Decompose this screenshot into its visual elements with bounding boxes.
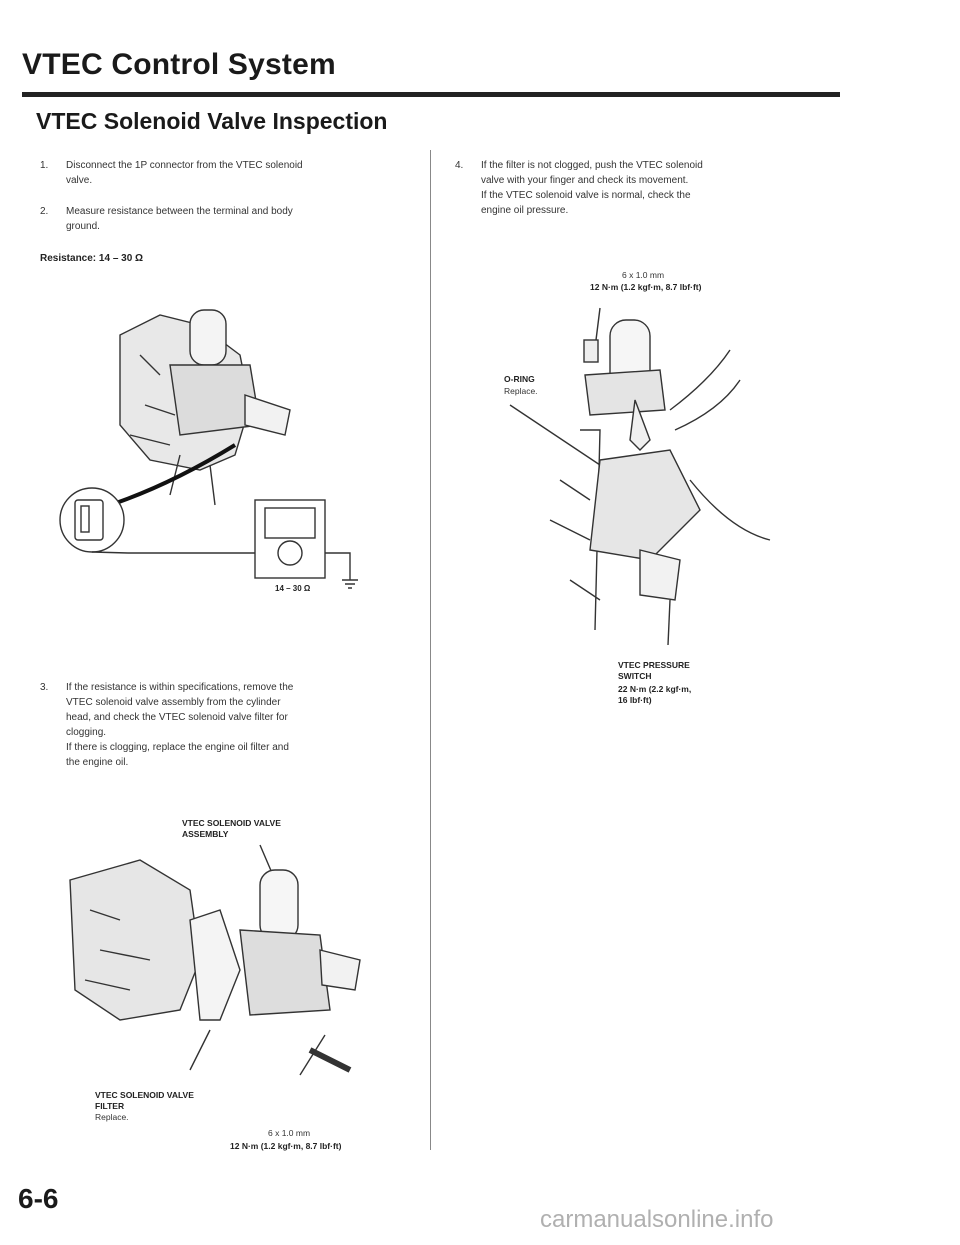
valve-filter-note: Replace. [95, 1112, 129, 1122]
bolt-size-label-left: 6 x 1.0 mm [268, 1128, 311, 1138]
step-2-number: 2. [40, 206, 49, 217]
page-title: VTEC Control System [22, 48, 336, 81]
step-3-text: If the resistance is within specificatio… [66, 682, 294, 768]
section-title: VTEC Solenoid Valve Inspection [36, 108, 388, 134]
valve-assembly-label: VTEC SOLENOID VALVE ASSEMBLY [182, 818, 281, 839]
step-1-text: Disconnect the 1P connector from the VTE… [66, 160, 303, 186]
figure-solenoid-resistance-test: 14 – 30 Ω [59, 309, 358, 593]
bolt-size-label-right: 6 x 1.0 mm [622, 270, 665, 280]
step-4-number: 4. [455, 160, 464, 171]
step-3-number: 3. [40, 682, 49, 693]
oring-note: Replace. [504, 386, 538, 396]
step-3: 3. If the resistance is within specifica… [40, 680, 420, 772]
watermark: carmanualsonline.info [540, 1206, 774, 1233]
step-1-number: 1. [40, 160, 49, 171]
meter-reading-label: 14 – 30 Ω [275, 584, 311, 593]
bolt-torque-label-left: 12 N·m (1.2 kgf·m, 8.7 lbf·ft) [230, 1141, 342, 1151]
figure-pressure-switch [509, 307, 771, 646]
bolt-torque-label-right: 12 N·m (1.2 kgf·m, 8.7 lbf·ft) [590, 282, 702, 292]
step-2-text: Measure resistance between the terminal … [66, 206, 293, 232]
step-1: 1. Disconnect the 1P connector from the … [40, 158, 410, 190]
oring-label: O-RING [504, 374, 535, 384]
page-number: 6-6 [18, 1183, 59, 1214]
title-rule [22, 92, 840, 97]
resistance-spec: Resistance: 14 – 30 Ω [40, 253, 144, 264]
valve-filter-label: VTEC SOLENOID VALVE FILTER [95, 1090, 194, 1111]
step-2: 2. Measure resistance between the termin… [40, 204, 410, 236]
step-4: 4. If the filter is not clogged, push th… [455, 158, 845, 220]
figure-valve-assembly [69, 844, 361, 1076]
step-4-text: If the filter is not clogged, push the V… [481, 160, 703, 216]
pressure-switch-torque: 22 N·m (2.2 kgf·m, 16 lbf·ft) [618, 684, 692, 705]
column-divider [430, 150, 431, 1150]
pressure-switch-label: VTEC PRESSURE SWITCH [618, 660, 690, 681]
